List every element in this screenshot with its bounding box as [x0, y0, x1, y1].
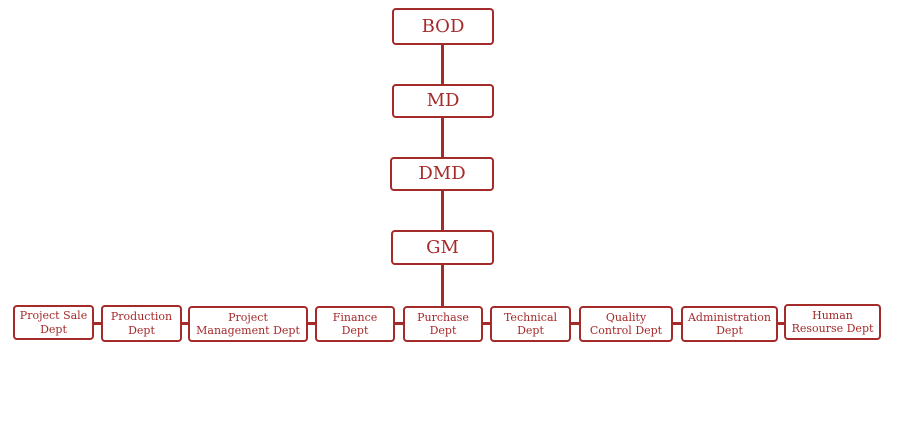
connector-dept-1-2 — [93, 322, 101, 325]
connector-dept-7-8 — [672, 322, 681, 325]
dept-human-resourse: Human Resourse Dept — [784, 304, 881, 340]
dept-human-resourse-label: Human Resourse Dept — [791, 308, 874, 335]
node-dmd-label: DMD — [418, 163, 466, 185]
node-gm-label: GM — [426, 236, 459, 258]
connector-dept-5-6 — [482, 322, 490, 325]
node-gm: GM — [391, 230, 494, 265]
connector-dept-3-4 — [307, 322, 315, 325]
connector-dept-6-7 — [570, 322, 579, 325]
dept-quality-control-label: Quality Control Dept — [589, 310, 663, 337]
node-dmd: DMD — [390, 157, 494, 191]
dept-quality-control: Quality Control Dept — [579, 306, 673, 342]
dept-purchase: Purchase Dept — [403, 306, 483, 342]
dept-production: Production Dept — [101, 305, 182, 342]
connector-dept-2-3 — [181, 322, 188, 325]
dept-project-sale: Project Sale Dept — [13, 305, 94, 340]
dept-project-management: Project Management Dept — [188, 306, 308, 342]
node-md: MD — [392, 84, 494, 118]
dept-purchase-label: Purchase Dept — [417, 310, 469, 337]
dept-production-label: Production Dept — [110, 310, 173, 337]
dept-project-management-label: Project Management Dept — [196, 310, 300, 337]
dept-finance: Finance Dept — [315, 306, 395, 342]
connector-dept-4-5 — [394, 322, 403, 325]
dept-technical-label: Technical Dept — [503, 310, 558, 337]
node-bod-label: BOD — [421, 15, 465, 37]
dept-finance-label: Finance Dept — [332, 310, 378, 337]
connector-dept-8-9 — [777, 322, 784, 325]
connector-bod-md — [441, 44, 444, 84]
connector-gm-depts — [441, 264, 444, 306]
dept-technical: Technical Dept — [490, 306, 571, 342]
connector-dmd-gm — [441, 191, 444, 230]
dept-project-sale-label: Project Sale Dept — [19, 309, 88, 336]
node-bod: BOD — [392, 8, 494, 45]
connector-md-dmd — [441, 117, 444, 157]
dept-administration: Administration Dept — [681, 306, 778, 342]
dept-administration-label: Administration Dept — [687, 310, 772, 337]
node-md-label: MD — [426, 90, 460, 112]
